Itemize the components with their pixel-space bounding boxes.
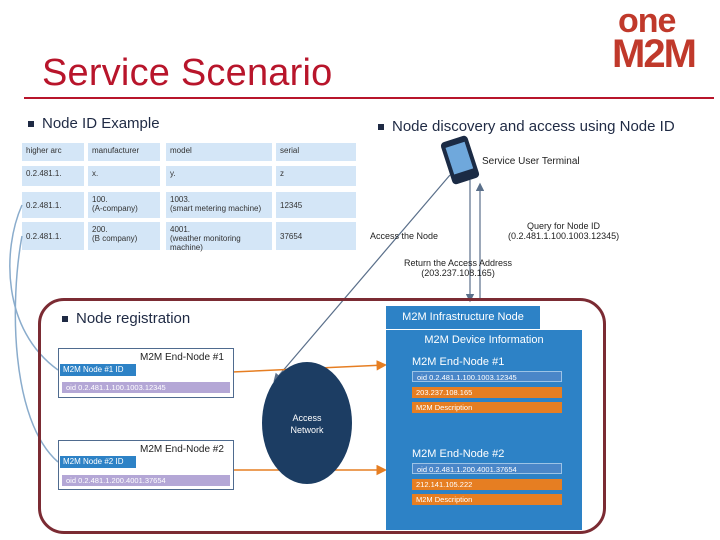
node-2-id-label: M2M Node #2 ID <box>60 456 136 468</box>
device-2-address: 212.141.105.222 <box>412 479 562 490</box>
bullet-square-icon <box>378 124 384 131</box>
table-cell: 200. (B company) <box>88 222 160 250</box>
end-node-1-title: M2M End-Node #1 <box>140 352 224 363</box>
access-node-label: Access the Node <box>370 231 439 241</box>
bullet-square-icon <box>62 316 68 323</box>
table-cell: 0.2.481.1. <box>22 166 84 186</box>
node-registration-bullet: Node registration <box>62 310 190 327</box>
access-node-arrow <box>273 174 451 382</box>
device-1-oid: oid 0.2.481.1.100.1003.12345 <box>412 371 562 382</box>
table-to-node2-curve <box>14 235 59 463</box>
device-information-title: M2M Device Information <box>424 334 544 346</box>
table-header: serial <box>276 143 356 161</box>
m2m-infrastructure-node: M2M Infrastructure Node <box>386 306 540 329</box>
page-title: Service Scenario <box>42 52 333 94</box>
device-1-title: M2M End-Node #1 <box>412 356 505 368</box>
table-cell: 1003. (smart metering machine) <box>166 192 272 218</box>
table-cell: 37654 <box>276 222 356 250</box>
node-1-oid: oid 0.2.481.1.100.1003.12345 <box>62 382 230 393</box>
title-underline <box>24 97 714 99</box>
access-network-cloud: Access Network <box>262 362 352 484</box>
table-cell: z <box>276 166 356 186</box>
table-header: model <box>166 143 272 161</box>
table-cell: x. <box>88 166 160 186</box>
onem2m-logo-top: one <box>618 2 676 40</box>
device-1-address: 203.237.108.165 <box>412 387 562 398</box>
m2m-system-frame <box>38 298 606 534</box>
table-cell: 4001. (weather monitoring machine) <box>166 222 272 252</box>
end-node-2-title: M2M End-Node #2 <box>140 444 224 455</box>
table-header: manufacturer <box>88 143 160 161</box>
table-header: higher arc <box>22 143 84 161</box>
table-cell: 12345 <box>276 192 356 218</box>
phone-screen <box>445 141 474 175</box>
node-2-oid: oid 0.2.481.1.200.4001.37654 <box>62 475 230 486</box>
table-cell: y. <box>166 166 272 186</box>
service-user-terminal-label: Service User Terminal <box>482 156 580 167</box>
node-1-id-label: M2M Node #1 ID <box>60 364 136 376</box>
onem2m-logo-bottom: M2M <box>612 32 697 76</box>
node-discovery-bullet: Node discovery and access using Node ID <box>378 118 675 135</box>
node-id-example-bullet: Node ID Example <box>28 115 160 132</box>
bullet-square-icon <box>28 121 34 128</box>
table-cell: 0.2.481.1. <box>22 222 84 250</box>
table-cell: 0.2.481.1. <box>22 192 84 218</box>
device-1-description: M2M Description <box>412 402 562 413</box>
device-2-title: M2M End-Node #2 <box>412 448 505 460</box>
device-2-description: M2M Description <box>412 494 562 505</box>
return-label: Return the Access Address (203.237.108.1… <box>404 258 513 278</box>
query-label: Query for Node ID (0.2.481.1.100.1003.12… <box>508 221 620 241</box>
device-2-oid: oid 0.2.481.1.200.4001.37654 <box>412 463 562 474</box>
table-cell: 100. (A-company) <box>88 192 160 218</box>
